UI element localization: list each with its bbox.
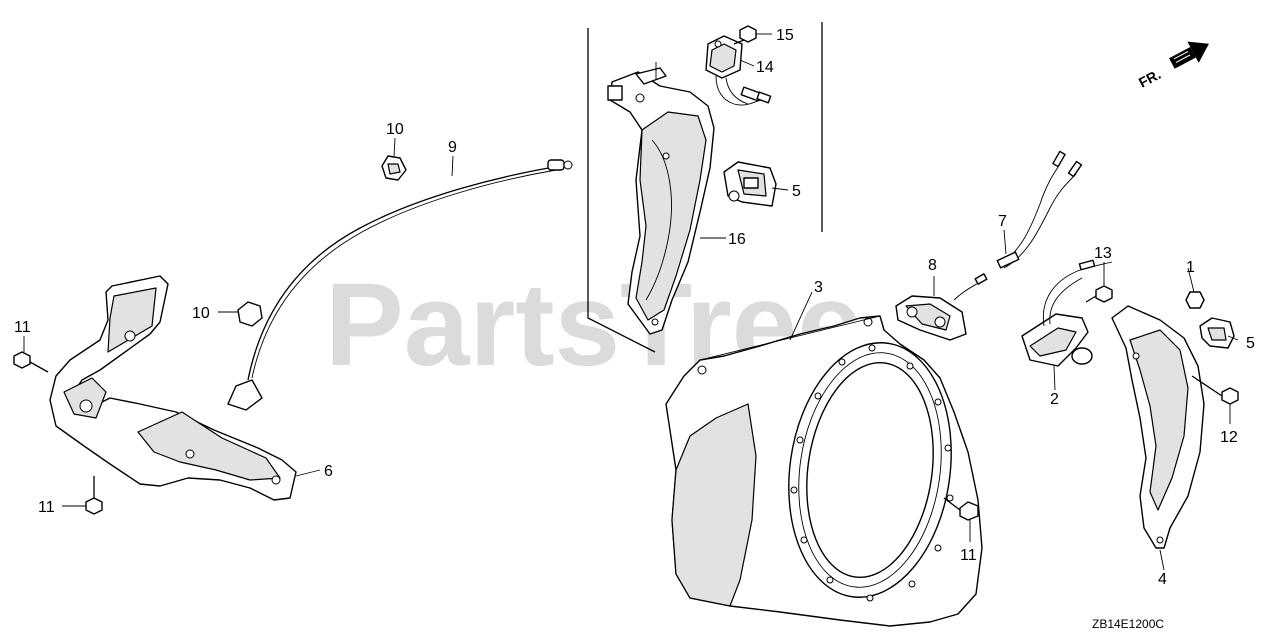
drawing-code: ZB14E1200C (1092, 617, 1164, 631)
part-6-bracket (49, 275, 297, 501)
callout-1: 1 (1186, 259, 1195, 276)
callout-10-upper: 10 (386, 121, 404, 138)
part-7-wire (996, 150, 1083, 269)
orientation-marker: FR. (1136, 41, 1209, 91)
callout-8: 8 (928, 257, 937, 274)
callout-10-lower: 10 (192, 305, 210, 322)
callout-3: 3 (814, 279, 823, 296)
callout-11-left-top: 11 (14, 319, 31, 336)
leader-lines (23, 33, 1239, 571)
part-1-grommet (1185, 291, 1205, 309)
part-5-clip-right (1199, 317, 1235, 349)
part-12-screw (1191, 375, 1239, 405)
part-8-grommet (895, 273, 988, 341)
callout-15: 15 (776, 27, 794, 44)
callout-2: 2 (1050, 391, 1059, 408)
callout-6: 6 (324, 463, 333, 480)
part-14-switch (705, 35, 772, 106)
part-9-cable (227, 159, 573, 411)
part-10-clamp-upper (381, 155, 407, 181)
fr-label: FR. (1136, 66, 1163, 91)
part-2-switch (1021, 259, 1113, 367)
part-5-clip-inset (723, 161, 777, 207)
callout-7: 7 (998, 213, 1007, 230)
part-10-clamp-lower (237, 301, 263, 327)
inset-group-box (587, 22, 823, 353)
callout-5-inset: 5 (792, 183, 801, 200)
part-11-screw-left-top (13, 351, 49, 373)
callout-11-center: 11 (960, 547, 977, 564)
callout-11-left-bottom: 11 (38, 499, 55, 516)
part-3-fan-cover (665, 315, 983, 627)
part-4-side-plate (1111, 305, 1205, 549)
callout-13: 13 (1094, 245, 1112, 262)
callout-labels: 1 2 3 4 5 5 6 7 8 9 10 10 11 11 11 12 13… (14, 27, 1255, 588)
callout-14: 14 (756, 59, 774, 76)
part-15-screw (733, 25, 757, 45)
front-arrow-icon (1169, 41, 1209, 69)
part-16-shroud-plate (607, 62, 715, 335)
callout-9: 9 (448, 139, 457, 156)
callout-5-right: 5 (1246, 335, 1255, 352)
callout-4: 4 (1158, 571, 1167, 588)
callout-12: 12 (1220, 429, 1238, 446)
part-11-screw-center (943, 497, 979, 521)
part-13-screw (1085, 285, 1113, 303)
callout-16: 16 (728, 231, 746, 248)
part-11-screw-left-bottom (85, 476, 103, 515)
